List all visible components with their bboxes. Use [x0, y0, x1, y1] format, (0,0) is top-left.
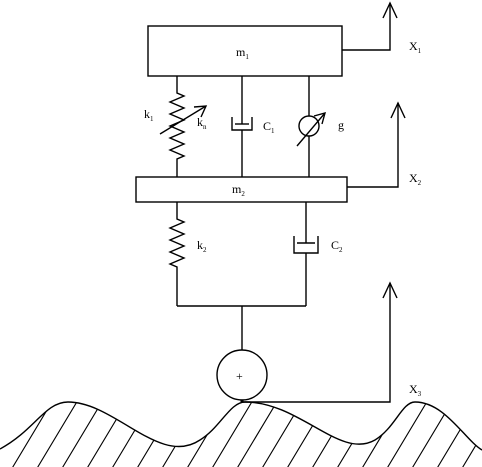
spring-k2-label: k2 [197, 238, 207, 254]
x2-displacement-arrow [347, 103, 399, 188]
x2-label: X2 [409, 171, 422, 187]
x3-arrowhead [382, 281, 398, 299]
spring-kn-label: kn [197, 115, 207, 131]
x3-label: X3 [409, 382, 422, 398]
mass-m2-block [135, 176, 348, 203]
x1-displacement-arrow [342, 3, 391, 51]
mass-m1-block [147, 25, 343, 77]
spring-k1 [168, 76, 186, 177]
x2-arrowhead [390, 101, 406, 119]
actuator-g-arrowhead [313, 112, 326, 125]
actuator-g-variable-arrow [296, 112, 326, 147]
x3-displacement-arrow [242, 283, 391, 403]
x1-arrowhead [382, 1, 398, 19]
damper-c2-label: C2 [331, 238, 343, 254]
wheel-center-mark: + [236, 369, 243, 383]
spring-k2 [168, 202, 186, 306]
damper-c1-label: C1 [263, 119, 275, 135]
mass-m1-label: m1 [236, 45, 249, 61]
actuator-g-circle [298, 115, 320, 137]
road-profile-curve [0, 401, 482, 451]
variable-stiffness-arrow [159, 105, 207, 135]
spring-k1-label: k1 [144, 107, 154, 123]
mass-m2-label: m2 [232, 182, 245, 198]
x1-label: X1 [409, 39, 422, 55]
actuator-g-label: g [338, 118, 344, 132]
variable-stiffness-arrowhead [193, 105, 208, 118]
